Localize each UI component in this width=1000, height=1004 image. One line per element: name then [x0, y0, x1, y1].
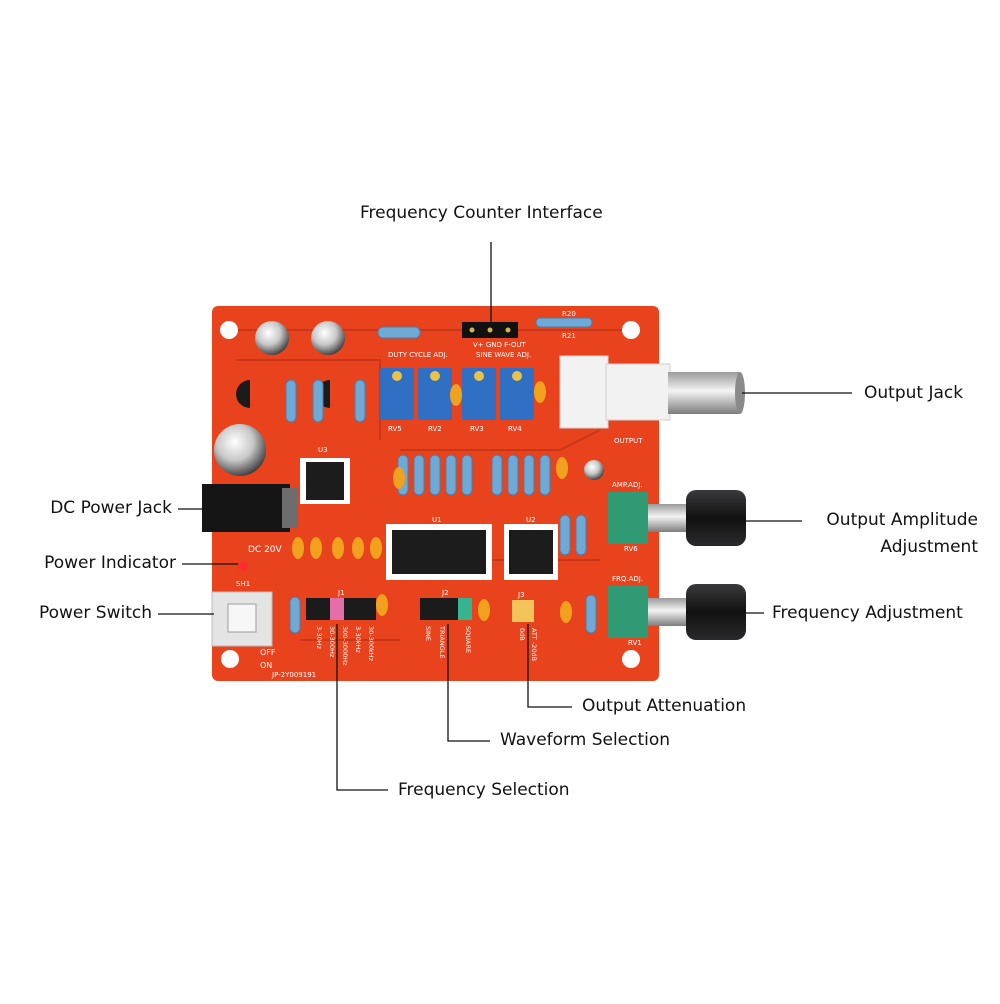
callout-output-amplitude-adjustment: Output Amplitude Adjustment [812, 507, 978, 561]
rv2-label: RV2 [428, 425, 442, 433]
resistors [285, 317, 597, 634]
callout-amplitude-line1: Output Amplitude [826, 510, 978, 530]
wave-label-2: TRIANGLE [438, 625, 446, 658]
power-switch-body [211, 591, 273, 647]
duty-label: DUTY CYCLE ADJ. [388, 351, 448, 359]
u2-label: U2 [526, 516, 536, 524]
rv1-label: RV1 [628, 639, 642, 647]
model-label: JP-2Y009191 [271, 671, 316, 679]
led-indicator [238, 561, 248, 571]
rv5-label: RV5 [388, 425, 402, 433]
callout-waveform-selection: Waveform Selection [500, 730, 671, 750]
output-label: OUTPUT [614, 437, 643, 445]
j3-label: J3 [517, 591, 525, 599]
j1-label: J1 [337, 589, 345, 597]
sh1-label: SH1 [236, 580, 250, 588]
wave-label-1: SINE [424, 626, 432, 641]
board-labels: V+ GND F-OUT DUTY CYCLE ADJ. SINE WAVE A… [236, 310, 643, 679]
callout-frequency-counter-interface: Frequency Counter Interface [360, 203, 603, 223]
range-label-4: 3-30kHz [354, 626, 362, 653]
ceramic-capacitors [292, 381, 572, 623]
rv4-label: RV4 [508, 425, 522, 433]
callout-amplitude-line2: Adjustment [880, 537, 978, 557]
frequency-counter-header [462, 322, 518, 338]
rv3-label: RV3 [470, 425, 484, 433]
off-label: OFF [260, 648, 276, 657]
sine-adj-label: SINE WAVE ADJ. [476, 351, 531, 359]
range-label-1: 3-30Hz [315, 626, 323, 650]
on-label: ON [260, 661, 272, 670]
range-label-3: 300-3000Hz [341, 626, 349, 666]
bnc-output-jack [559, 355, 745, 429]
r20-label: R20 [562, 310, 576, 318]
callout-power-indicator: Power Indicator [44, 553, 176, 573]
amp-adj-label: AMP.ADJ. [612, 481, 643, 489]
r21-label: R21 [562, 332, 576, 340]
callout-frequency-selection: Frequency Selection [398, 780, 570, 800]
callout-output-attenuation: Output Attenuation [582, 696, 747, 716]
leader-lines [158, 242, 852, 791]
att-label-2: ATT -20dB [530, 628, 538, 661]
wave-label-3: SQUARE [464, 626, 472, 653]
range-label-2: 30-300Hz [328, 626, 336, 658]
header-pin-label: V+ GND F-OUT [473, 341, 527, 349]
range-label-5: 30-300kHz [367, 626, 375, 662]
jumper-blocks [306, 598, 534, 622]
potentiometer-knobs [608, 490, 746, 640]
dc-jack-body [202, 484, 298, 532]
callout-frequency-adjustment: Frequency Adjustment [772, 603, 963, 623]
u1-label: U1 [432, 516, 442, 524]
att-label-1: 0dB [518, 628, 526, 641]
dc20v-label: DC 20V [248, 545, 283, 555]
electrolytic-capacitors [214, 321, 604, 480]
callout-power-switch: Power Switch [38, 603, 152, 623]
frq-adj-label: FRQ.ADJ. [612, 575, 643, 583]
trimpots [380, 368, 534, 420]
callout-output-jack: Output Jack [864, 383, 964, 403]
u3-label: U3 [318, 446, 328, 454]
callout-dc-power-jack: DC Power Jack [50, 498, 172, 518]
j2-label: J2 [441, 589, 449, 597]
ic-chips [300, 458, 558, 580]
rv6-label: RV6 [624, 545, 638, 553]
